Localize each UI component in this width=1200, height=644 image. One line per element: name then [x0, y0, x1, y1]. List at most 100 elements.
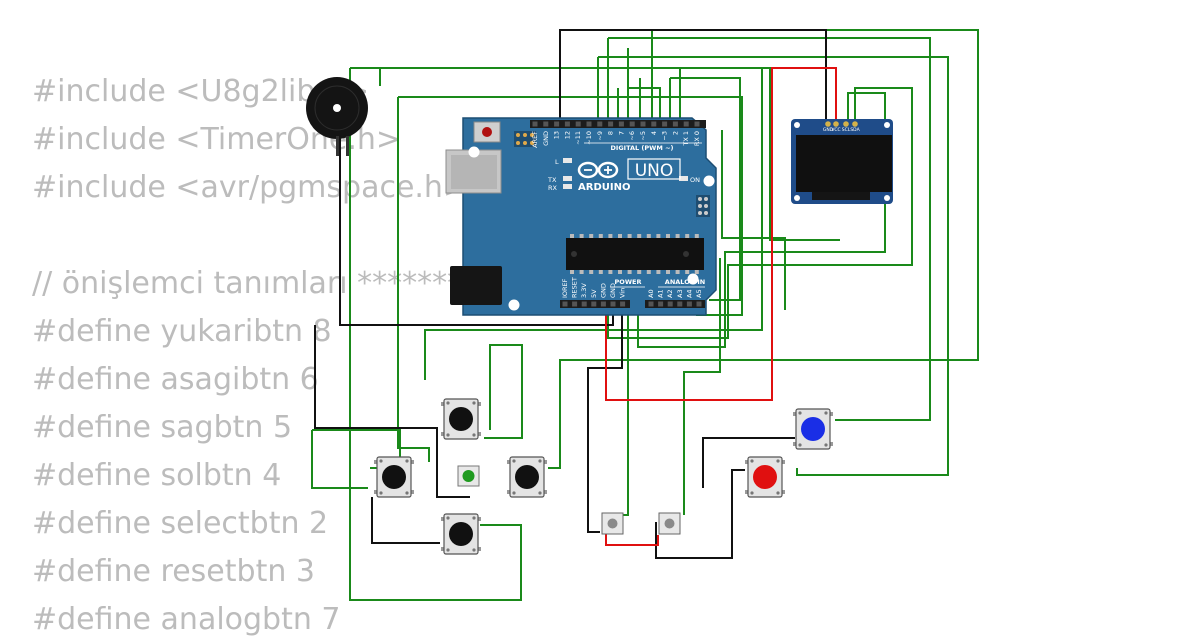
button-right[interactable]	[506, 456, 548, 498]
pin-label: ~5	[639, 131, 647, 141]
header-pin[interactable]	[586, 121, 592, 127]
wire-black	[559, 29, 827, 120]
header-pin[interactable]	[543, 121, 549, 127]
power-header-label: POWER	[615, 278, 642, 286]
pin-label: A1	[657, 289, 665, 298]
oled-pin-label: GND	[823, 127, 834, 133]
analog-header-pins	[648, 301, 702, 307]
pin-label: A5	[695, 289, 703, 298]
header-pin[interactable]	[608, 121, 614, 127]
svg-text:ON: ON	[690, 176, 700, 184]
mounting-hole	[703, 175, 715, 187]
reset-button[interactable]	[473, 121, 501, 143]
pin-label: ~6	[628, 131, 636, 141]
pin-label: ~3	[661, 131, 669, 141]
pin-label: A3	[676, 289, 684, 298]
header-pin[interactable]	[597, 121, 603, 127]
wire-black	[371, 497, 440, 544]
header-pin[interactable]	[694, 121, 700, 127]
pin-label: A4	[685, 289, 693, 298]
wire-green	[721, 130, 786, 310]
wire-black	[702, 437, 795, 488]
button-red[interactable]	[744, 456, 786, 498]
oled-pin-label: SCL	[842, 127, 851, 133]
pin-label: RESET	[571, 277, 579, 298]
header-pin[interactable]	[640, 121, 646, 127]
wire-red	[605, 533, 659, 546]
header-pin[interactable]	[564, 121, 570, 127]
button-up[interactable]	[440, 398, 482, 440]
icsp-header	[514, 131, 710, 217]
buzzer[interactable]	[306, 77, 368, 156]
header-pin[interactable]	[683, 121, 689, 127]
header-pin[interactable]	[562, 301, 568, 307]
pin-label: ~11	[574, 131, 582, 145]
oled-screen	[796, 135, 892, 192]
code-line: #include <TimerOne.h>	[32, 122, 402, 157]
header-pin[interactable]	[672, 121, 678, 127]
header-pin[interactable]	[554, 121, 560, 127]
small-button-right[interactable]	[658, 512, 681, 535]
wire-green	[608, 37, 931, 421]
header-pin[interactable]	[651, 121, 657, 127]
code-line: #define selectbtn 2	[32, 506, 329, 541]
header-pin[interactable]	[572, 301, 578, 307]
oled-pin-label: SDA	[850, 127, 860, 133]
header-pin[interactable]	[648, 301, 654, 307]
header-pin[interactable]	[662, 121, 668, 127]
pin-label: 12	[563, 131, 571, 139]
wire-red	[605, 67, 837, 401]
button-blue[interactable]	[792, 408, 834, 450]
code-line: #define solbtn 4	[32, 458, 282, 493]
header-pin[interactable]	[658, 301, 664, 307]
svg-text:RX: RX	[548, 184, 558, 192]
wire-green	[311, 430, 368, 489]
button-left[interactable]	[373, 456, 415, 498]
pin-label: A2	[666, 289, 674, 298]
header-pin[interactable]	[532, 121, 538, 127]
pin-label: 8	[607, 131, 615, 135]
pin-label: GND	[609, 283, 617, 298]
wire-green	[397, 97, 430, 462]
power-jack	[450, 266, 502, 305]
wire-green	[424, 67, 763, 380]
pin-label: GND	[542, 131, 550, 146]
header-pin[interactable]	[575, 121, 581, 127]
pin-label: RX 0	[693, 131, 701, 146]
header-pin[interactable]	[591, 301, 597, 307]
small-button-left[interactable]	[601, 512, 624, 535]
pin-label: 5V	[590, 289, 598, 298]
pin-label: 2	[671, 131, 679, 135]
pin-label: AREF	[531, 131, 539, 148]
code-line: #define yukaribtn 8	[32, 314, 332, 349]
pin-label: GND	[599, 283, 607, 298]
header-pin[interactable]	[677, 301, 683, 307]
header-pin[interactable]	[696, 301, 702, 307]
mounting-hole	[468, 146, 480, 158]
atmega-chip	[566, 234, 704, 274]
header-pin[interactable]	[686, 301, 692, 307]
wire-green	[683, 258, 721, 515]
svg-text:L: L	[555, 158, 559, 166]
header-pin[interactable]	[600, 301, 606, 307]
code-line: #include <avr/pgmspace.h>	[32, 170, 469, 205]
button-down[interactable]	[440, 513, 482, 555]
model-label: UNO	[635, 161, 674, 181]
header-pin[interactable]	[629, 121, 635, 127]
wire-green	[598, 56, 949, 476]
header-pin[interactable]	[667, 301, 673, 307]
wire-black	[314, 325, 470, 498]
green-led	[457, 465, 480, 487]
wire-green	[484, 344, 523, 439]
pin-label: IOREF	[561, 278, 569, 298]
header-pin[interactable]	[581, 301, 587, 307]
header-pin[interactable]	[610, 301, 616, 307]
code-line: #define resetbtn 3	[32, 554, 315, 589]
pin-label: Vin	[619, 288, 627, 298]
header-pin[interactable]	[620, 301, 626, 307]
header-pin[interactable]	[618, 121, 624, 127]
